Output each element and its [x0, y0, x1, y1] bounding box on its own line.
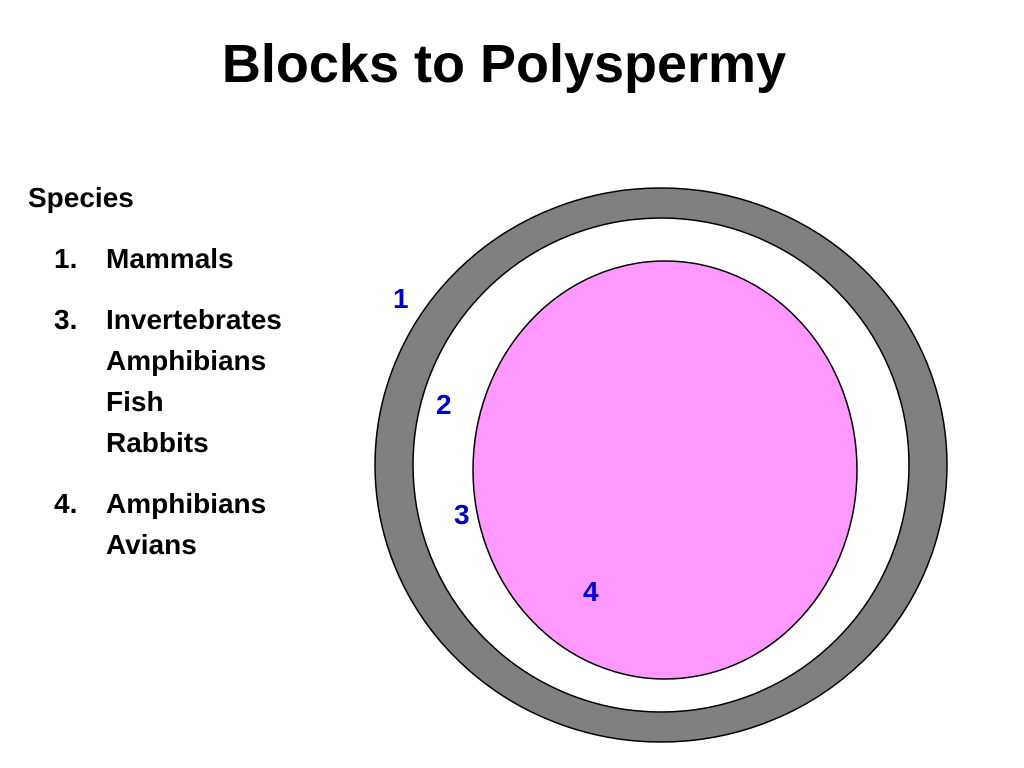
- diagram-label-3: 3: [454, 499, 470, 530]
- species-list: Species 1. Mammals 3. Invertebrates Amph…: [28, 178, 358, 585]
- item-line: Invertebrates: [106, 304, 282, 335]
- species-item-1: 1. Mammals: [28, 238, 358, 279]
- item-line: Amphibians: [106, 488, 267, 519]
- diagram-label-1: 1: [393, 283, 409, 314]
- item-line: Avians: [106, 529, 197, 560]
- item-line: Rabbits: [106, 427, 209, 458]
- item-number: 3.: [54, 304, 78, 335]
- diagram-label-2: 2: [436, 389, 452, 420]
- species-heading: Species: [28, 182, 134, 213]
- species-item-3: 3. Invertebrates Amphibians Fish Rabbits: [28, 299, 358, 463]
- item-number: 4.: [54, 488, 78, 519]
- species-item-4: 4. Amphibians Avians: [28, 483, 358, 565]
- item-line: Mammals: [106, 243, 234, 274]
- egg-cell: [472, 260, 858, 680]
- diagram-label-4: 4: [583, 576, 599, 607]
- slide-title: Blocks to Polyspermy: [221, 34, 787, 94]
- item-number: 1.: [54, 243, 78, 274]
- item-line: Fish: [106, 386, 164, 417]
- item-line: Amphibians: [106, 345, 267, 376]
